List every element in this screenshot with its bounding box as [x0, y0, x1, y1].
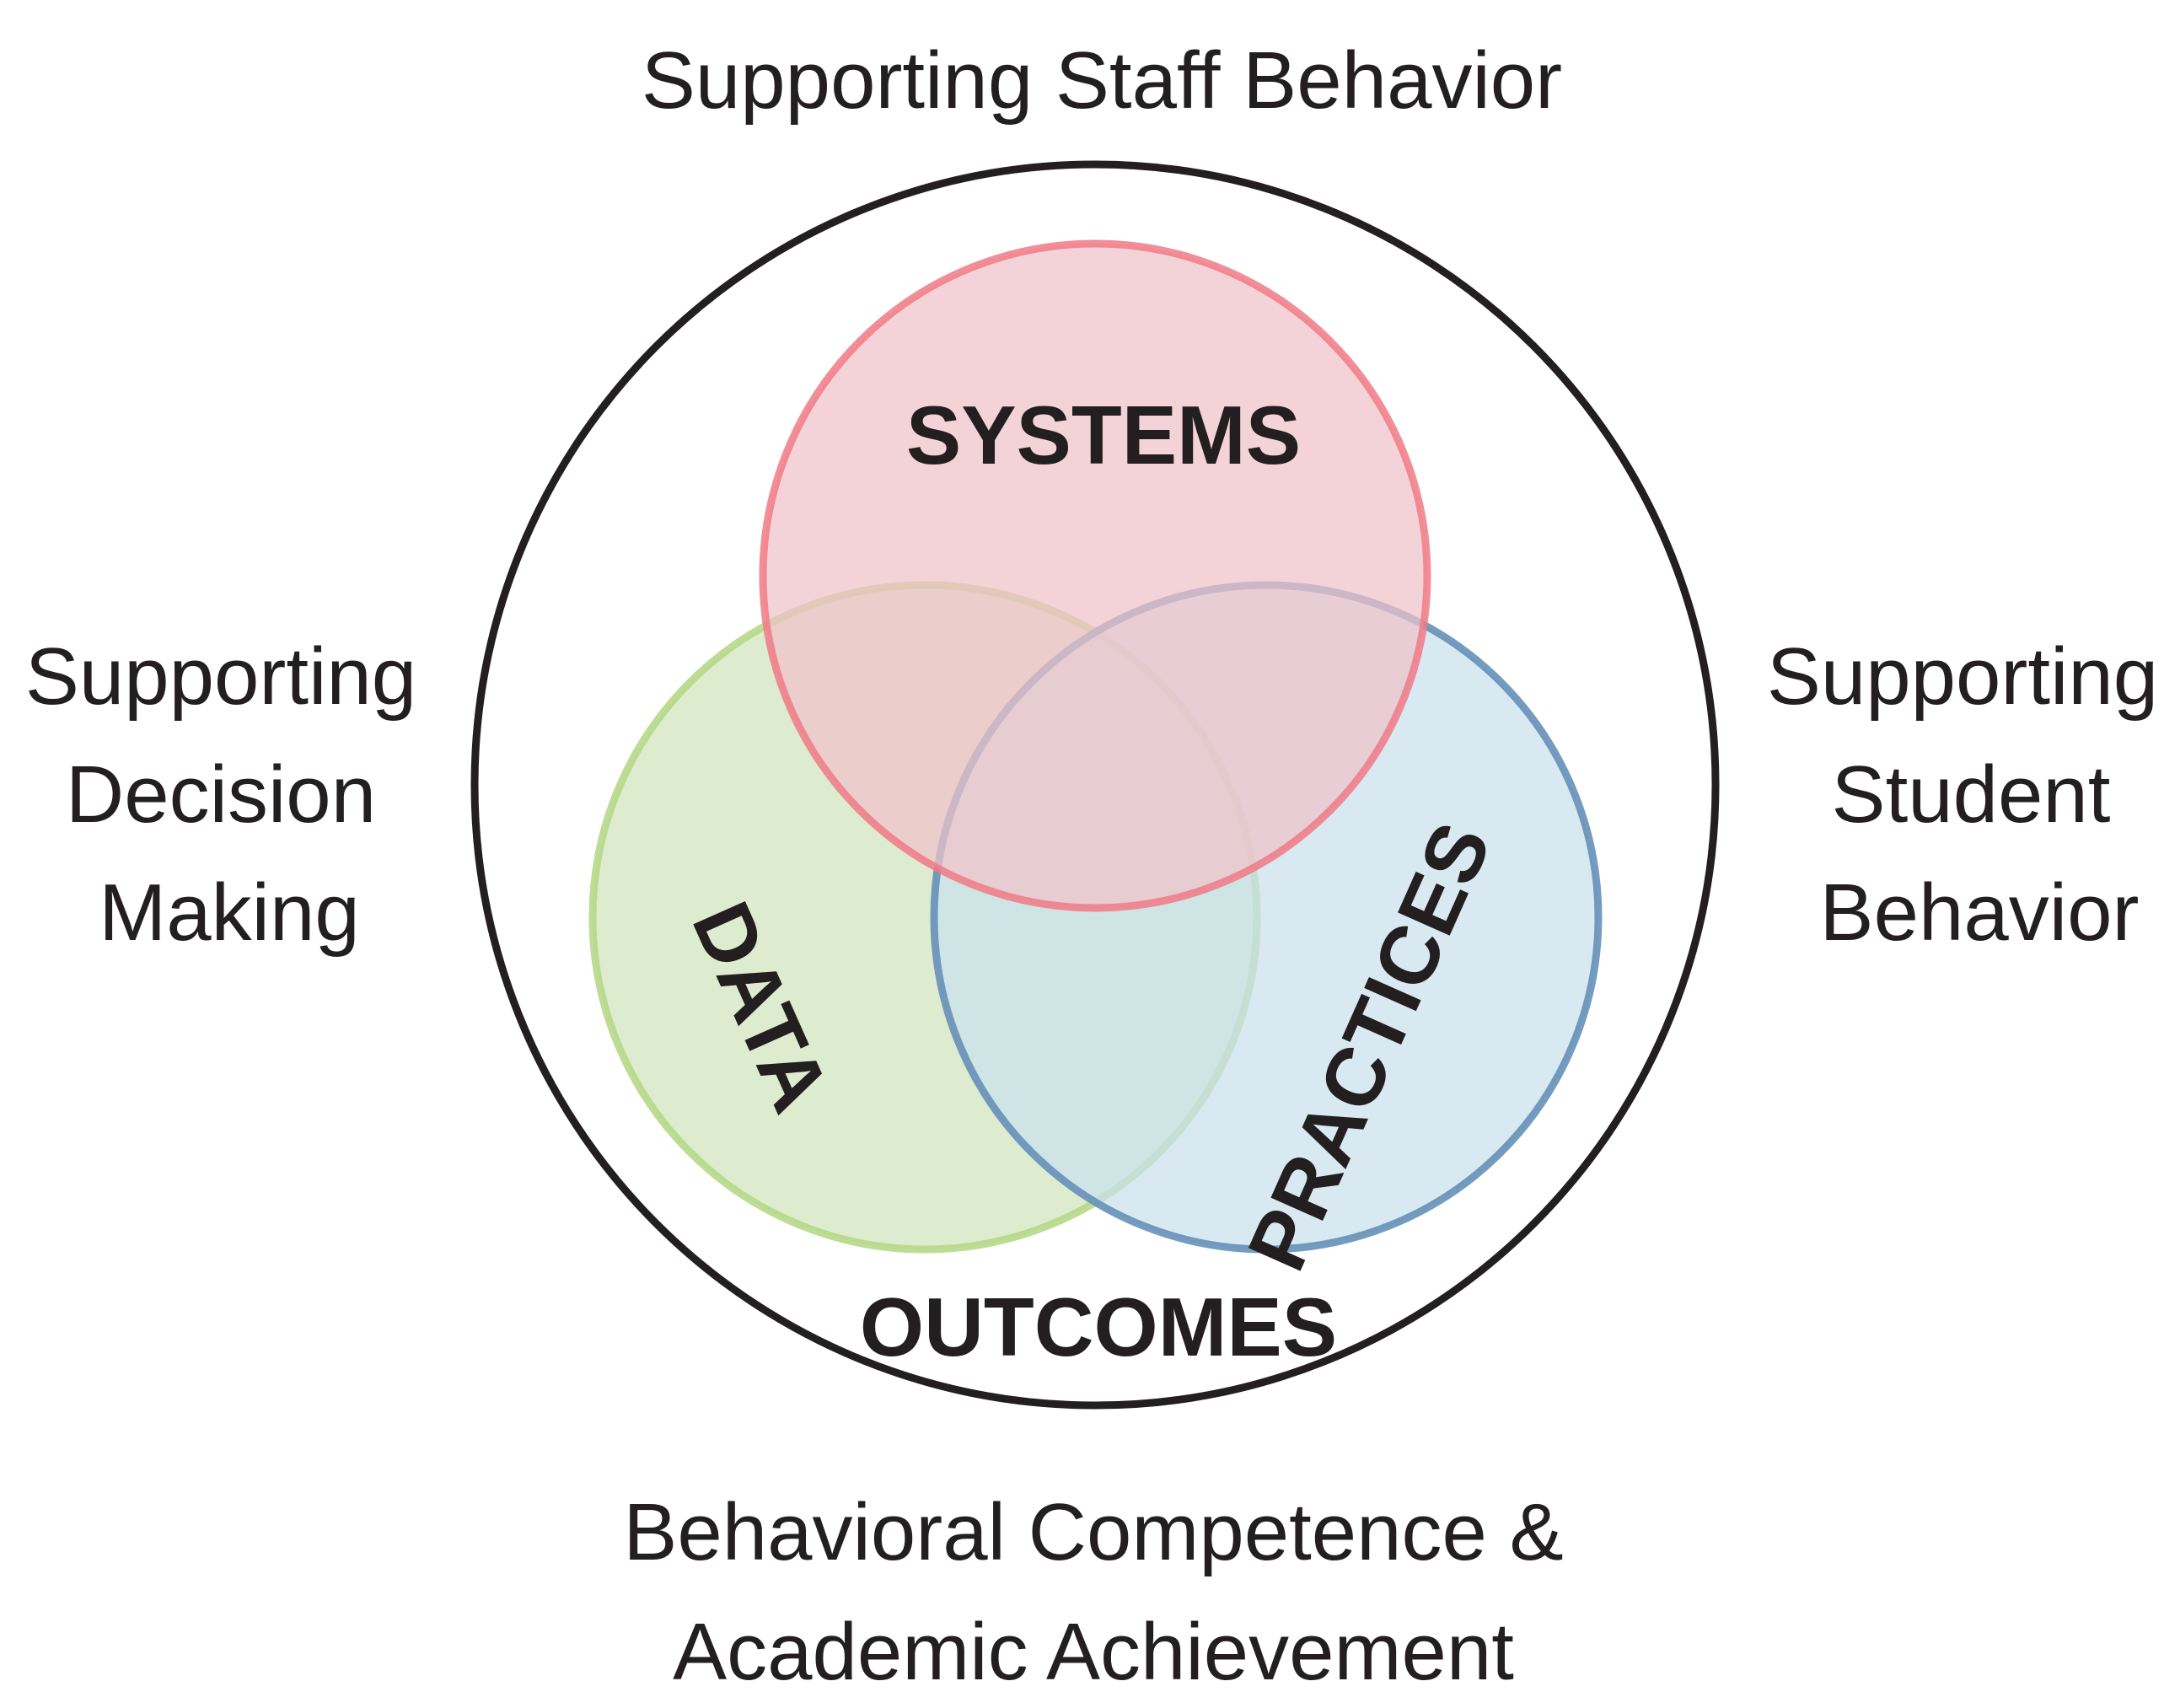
systems-circle [759, 239, 1431, 912]
top-label: Supporting Staff Behavior [642, 35, 1562, 126]
right-label-line-3: Behavior [1820, 867, 2140, 958]
left-label-line-1: Supporting [25, 631, 416, 722]
left-label-line-3: Making [99, 867, 359, 958]
right-label-line-1: Supporting [1767, 631, 2158, 722]
left-label-line-2: Decision [66, 749, 376, 840]
systems-label: SYSTEMS [906, 389, 1301, 481]
outcomes-label: OUTCOMES [860, 1281, 1337, 1373]
bottom-label-line-1: Behavioral Competence & [623, 1487, 1563, 1577]
bottom-label-line-2: Academic Achievement [673, 1607, 1514, 1697]
right-label-line-2: Student [1832, 749, 2111, 840]
